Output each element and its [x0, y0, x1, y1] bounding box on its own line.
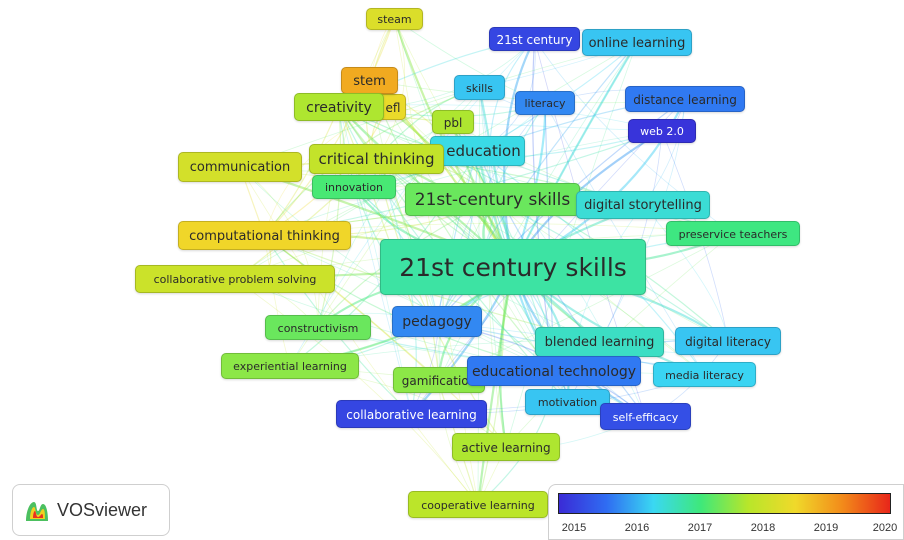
- node-media-literacy[interactable]: media literacy: [653, 362, 756, 387]
- co-occurrence-link: [317, 106, 342, 328]
- node-literacy[interactable]: literacy: [515, 91, 575, 115]
- node-innovation[interactable]: innovation: [312, 175, 396, 199]
- node-education[interactable]: education: [430, 136, 525, 166]
- co-occurrence-link: [338, 106, 438, 322]
- co-occurrence-link: [437, 199, 493, 381]
- co-occurrence-link: [438, 379, 479, 505]
- node-stem[interactable]: stem: [341, 67, 398, 94]
- co-occurrence-link: [661, 130, 729, 342]
- co-occurrence-link: [394, 18, 493, 200]
- node-digital-storytelling[interactable]: digital storytelling: [576, 191, 710, 219]
- co-occurrence-link: [338, 106, 600, 343]
- vosviewer-logo-panel: VOSviewer: [12, 484, 170, 536]
- node-21st-century-skills-main[interactable]: 21st century skills: [380, 239, 646, 295]
- co-occurrence-link: [234, 278, 479, 505]
- node-preservice-teachers[interactable]: preservice teachers: [666, 221, 800, 246]
- co-occurrence-link: [436, 150, 479, 322]
- node-pedagogy[interactable]: pedagogy: [392, 306, 482, 337]
- co-occurrence-link: [239, 166, 555, 372]
- scale-tick: 2020: [872, 522, 898, 534]
- color-scale-legend: 2015 2016 2017 2018 2019 2020: [548, 484, 904, 540]
- node-21st-century-small[interactable]: 21st century: [489, 27, 580, 51]
- co-occurrence-link: [264, 130, 663, 236]
- app-name: VOSviewer: [57, 500, 148, 520]
- node-skills[interactable]: skills: [454, 75, 505, 100]
- co-occurrence-link: [488, 199, 507, 448]
- scale-tick: 2017: [687, 522, 713, 534]
- node-constructivism[interactable]: constructivism: [265, 315, 371, 340]
- node-computational-thinking[interactable]: computational thinking: [178, 221, 351, 250]
- co-occurrence-link: [386, 106, 729, 342]
- node-cooperative-learning[interactable]: cooperative learning: [408, 491, 548, 518]
- node-collaborative-problem-solving[interactable]: collaborative problem solving: [135, 265, 335, 293]
- node-critical-thinking[interactable]: critical thinking: [309, 144, 444, 174]
- scale-tick: 2016: [624, 522, 650, 534]
- scale-tick: 2019: [813, 522, 839, 534]
- color-scale-bar: [558, 493, 891, 514]
- node-educational-technology[interactable]: educational technology: [467, 356, 641, 386]
- node-communication[interactable]: communication: [178, 152, 302, 182]
- scale-tick: 2015: [561, 522, 587, 534]
- node-steam[interactable]: steam: [366, 8, 423, 30]
- node-pbl[interactable]: pbl: [432, 110, 474, 134]
- node-active-learning[interactable]: active learning: [452, 433, 560, 461]
- node-distance-learning[interactable]: distance learning: [625, 86, 745, 112]
- scale-tick: 2018: [750, 522, 776, 534]
- node-collaborative-learning[interactable]: collaborative learning: [336, 400, 487, 428]
- node-digital-literacy[interactable]: digital literacy: [675, 327, 781, 355]
- node-online-learning[interactable]: online learning: [582, 29, 692, 56]
- node-21st-century-skills-hyphen[interactable]: 21st-century skills: [405, 183, 580, 216]
- co-occurrence-link: [505, 42, 638, 448]
- node-motivation[interactable]: motivation: [525, 389, 610, 415]
- node-creativity[interactable]: creativity: [294, 93, 384, 121]
- node-experiential-learning[interactable]: experiential learning: [221, 353, 359, 379]
- node-blended-learning[interactable]: blended learning: [535, 327, 664, 357]
- vosviewer-logo-icon: [26, 502, 48, 521]
- node-web-2-0[interactable]: web 2.0: [628, 119, 696, 143]
- co-occurrence-link: [376, 18, 406, 160]
- node-self-efficacy[interactable]: self-efficacy: [600, 403, 691, 430]
- co-occurrence-link: [488, 38, 535, 200]
- co-occurrence-link: [264, 18, 396, 236]
